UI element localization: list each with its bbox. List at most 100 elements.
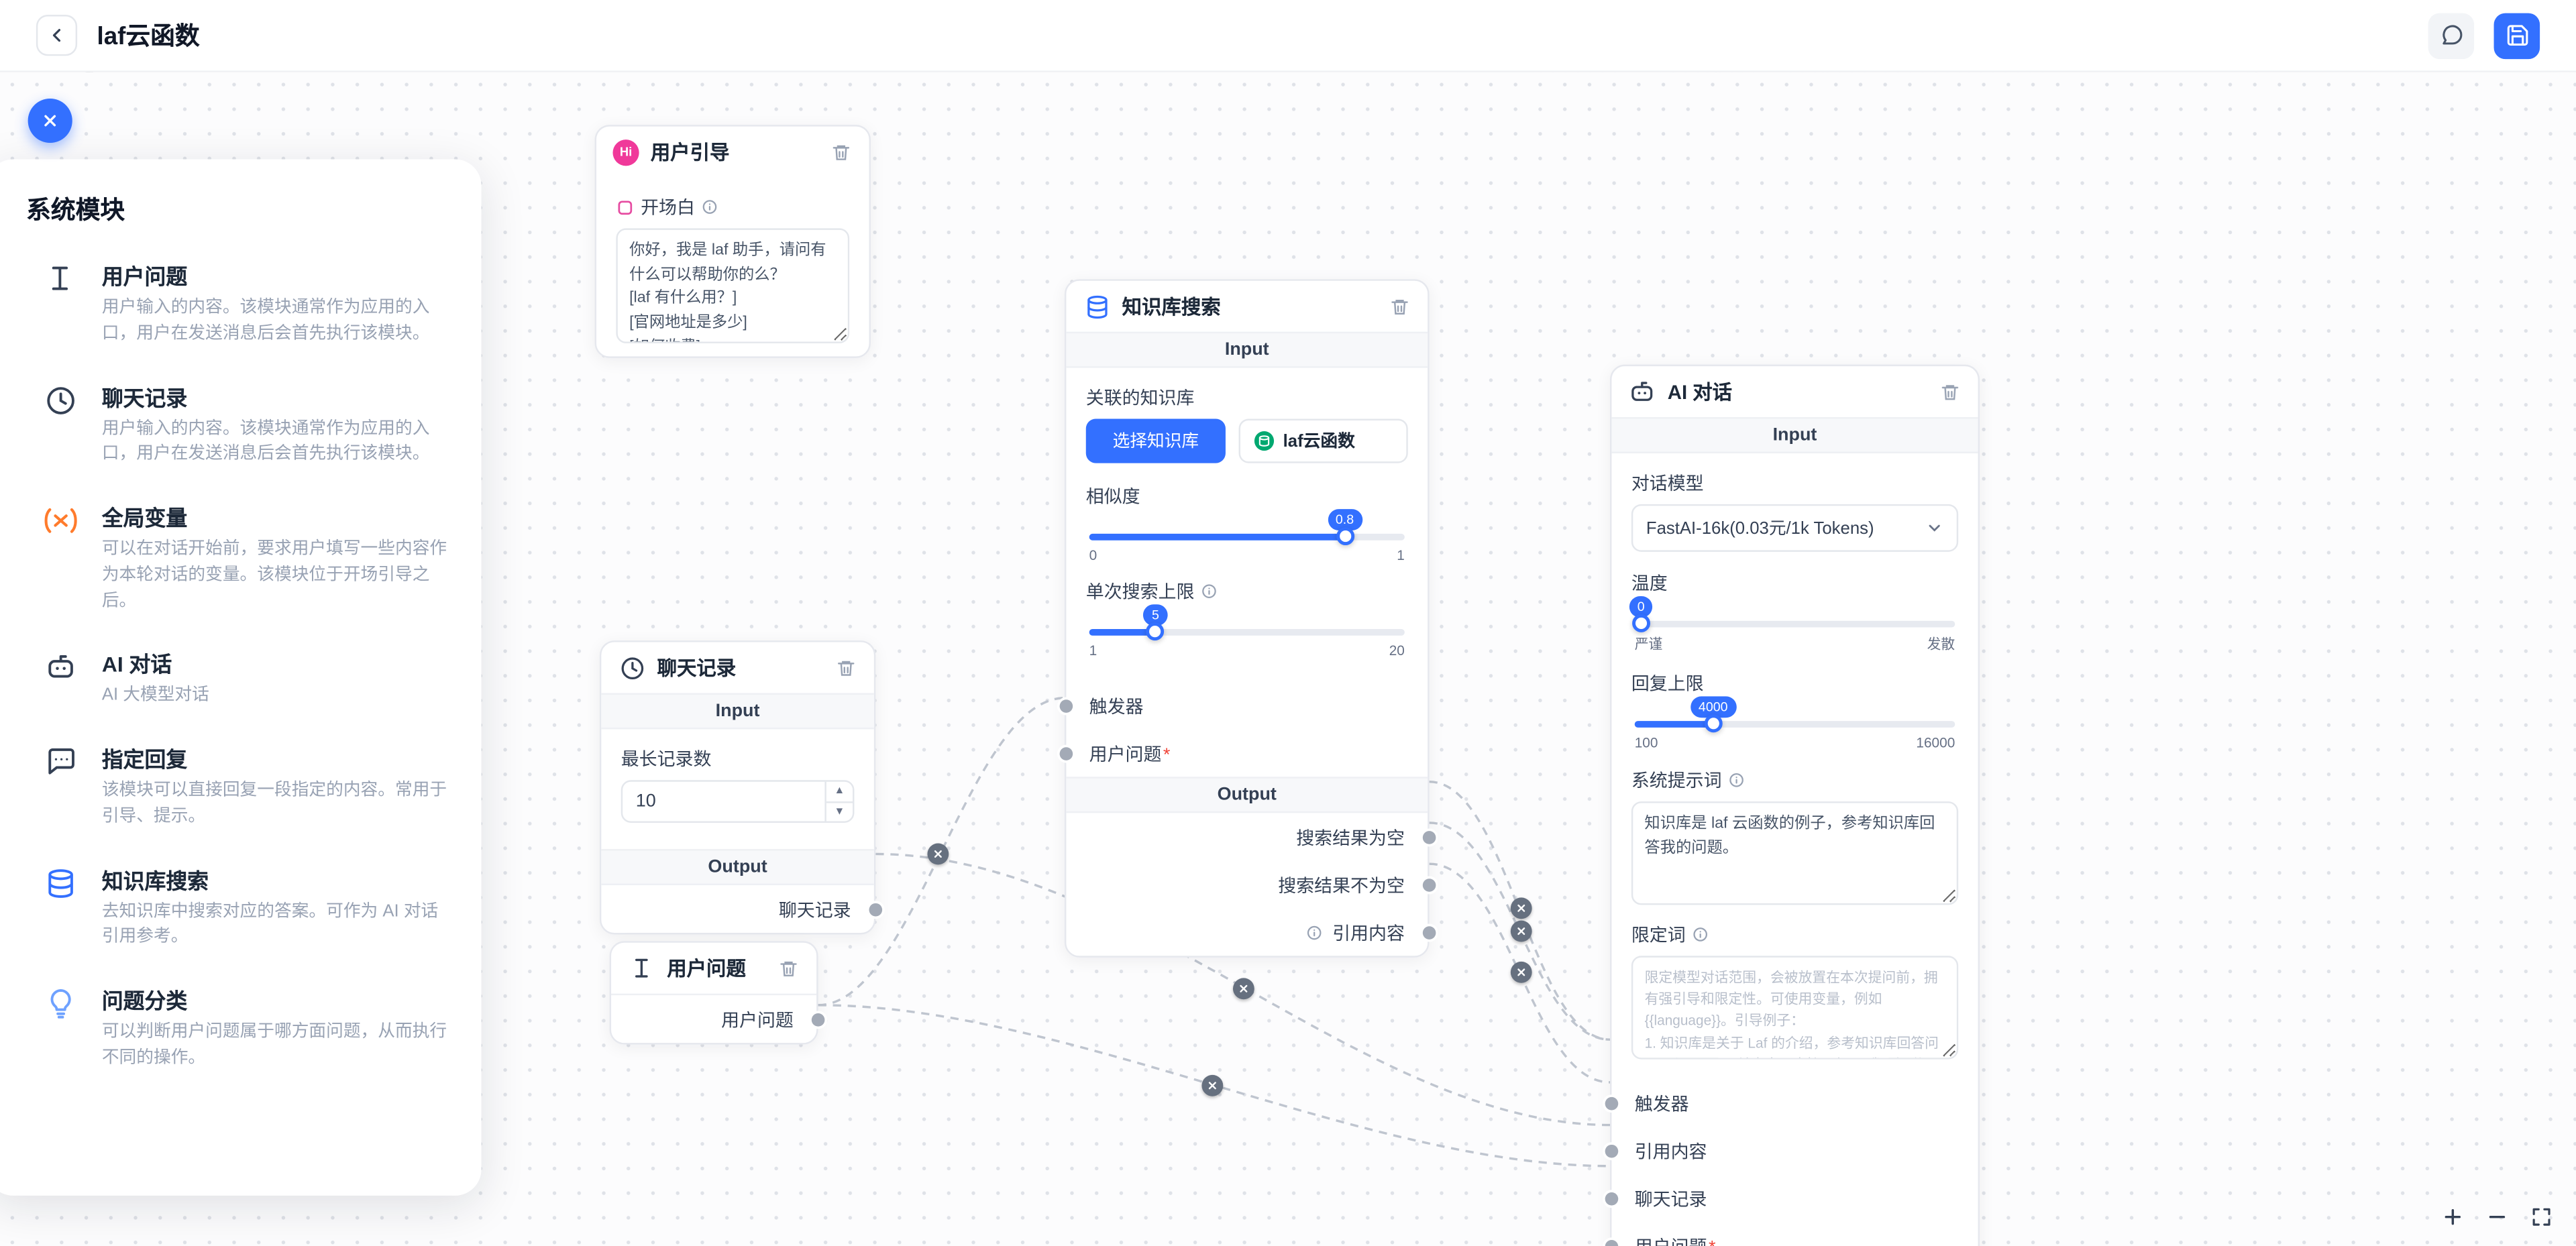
step-down-icon[interactable]: ▼ (826, 802, 853, 821)
port-handle[interactable] (1422, 878, 1436, 891)
similarity-slider[interactable]: 0.8 01 (1089, 534, 1405, 563)
output-port-not-empty: 搜索结果不为空 (1066, 860, 1428, 908)
delete-node-button[interactable] (828, 139, 853, 164)
trash-icon (1939, 382, 1959, 401)
edge-delete-button[interactable] (1233, 978, 1254, 999)
node-chat-history[interactable]: 聊天记录 Input 最长记录数 10 ▲▼ Output 聊天记录 (600, 640, 875, 934)
field-label: 单次搜索上限 (1086, 578, 1195, 604)
edge-delete-button[interactable] (927, 844, 949, 865)
zoom-in-button[interactable] (2440, 1204, 2465, 1229)
slider-knob[interactable] (1632, 614, 1650, 632)
port-handle[interactable] (868, 903, 881, 916)
port-handle[interactable] (1059, 746, 1072, 760)
reply-bubble-icon (44, 746, 76, 779)
field-label: 回复上限 (1631, 670, 1704, 696)
module-name: 用户问题 (102, 260, 452, 291)
slider-knob[interactable] (1704, 714, 1722, 732)
edge-delete-button[interactable] (1511, 897, 1532, 919)
field-label: 系统提示词 (1631, 767, 1722, 793)
sidebar-item-ai-chat[interactable]: AI 对话AI 大模型对话 (0, 631, 475, 726)
back-button[interactable] (36, 15, 77, 56)
edge-delete-button[interactable] (1511, 962, 1532, 983)
temperature-slider[interactable]: 0 严谨发散 (1635, 621, 1955, 654)
module-desc: 可以在对话开始前，要求用户填写一些内容作为本轮对话的变量。该模块位于开场引导之后… (102, 537, 452, 615)
fit-view-button[interactable] (2528, 1204, 2553, 1229)
guide-hi-icon: Hi (612, 139, 639, 165)
system-prompt-input[interactable]: 知识库是 laf 云函数的例子，参考知识库回答我的问题。 (1631, 801, 1958, 905)
node-ai-chat[interactable]: AI 对话 Input 对话模型 FastAI-16k(0.03元/1k Tok… (1610, 365, 1980, 1246)
welcome-text-input[interactable]: 你好，我是 laf 助手，请问有什么可以帮助你的么？ [laf 有什么用？] [… (616, 228, 849, 343)
edge-delete-button[interactable] (1511, 921, 1532, 942)
delete-node-button[interactable] (775, 956, 800, 980)
node-kb-search[interactable]: 知识库搜索 Input 关联的知识库 选择知识库 laf云函数 相似度 0.8 (1065, 279, 1430, 957)
close-module-panel-button[interactable] (28, 99, 72, 143)
close-icon (1238, 983, 1249, 995)
port-handle[interactable] (811, 1013, 824, 1026)
module-panel: 系统模块 用户问题用户输入的内容。该模块通常作为应用的入口，用户在发送消息后会首… (0, 160, 482, 1196)
sidebar-item-kb-search[interactable]: 知识库搜索去知识库中搜索对应的答案。可作为 AI 对话引用参考。 (0, 846, 475, 967)
trash-icon (1389, 296, 1409, 316)
max-reply-slider[interactable]: 4000 10016000 (1635, 721, 1955, 750)
delete-node-button[interactable] (1387, 294, 1411, 319)
sidebar-item-chat-history[interactable]: 聊天记录用户输入的内容。该模块通常作为应用的入口，用户在发送消息后会首先执行该模… (0, 363, 475, 484)
kb-tag-label: laf云函数 (1283, 429, 1355, 453)
node-user-question[interactable]: 用户问题 用户问题 (610, 941, 818, 1044)
variable-icon (42, 504, 78, 537)
max-records-input[interactable]: 10 ▲▼ (621, 780, 855, 823)
node-user-guide[interactable]: Hi 用户引导 开场白 你好，我是 laf 助手，请问有什么可以帮助你的么？ [… (595, 125, 871, 358)
node-title: 知识库搜索 (1122, 292, 1375, 321)
model-select-value: FastAI-16k(0.03元/1k Tokens) (1646, 516, 1874, 541)
slider-knob[interactable] (1336, 527, 1354, 545)
number-stepper[interactable]: ▲▼ (824, 782, 853, 822)
edge-delete-button[interactable] (1201, 1075, 1223, 1096)
delete-node-button[interactable] (1937, 380, 1962, 404)
field-label: 限定词 (1631, 921, 1686, 948)
field-label: 开场白 (641, 194, 695, 220)
port-handle[interactable] (1604, 1096, 1617, 1110)
model-select[interactable]: FastAI-16k(0.03元/1k Tokens) (1631, 504, 1958, 552)
port-handle[interactable] (1422, 830, 1436, 844)
port-handle[interactable] (1604, 1239, 1617, 1246)
robot-icon (44, 650, 76, 683)
slider-knob[interactable] (1146, 622, 1165, 640)
select-kb-button[interactable]: 选择知识库 (1086, 418, 1226, 463)
search-limit-slider[interactable]: 5 120 (1089, 629, 1405, 659)
sidebar-item-global-variable[interactable]: 全局变量可以在对话开始前，要求用户填写一些内容作为本轮对话的变量。该模块位于开场… (0, 484, 475, 631)
database-icon (1083, 292, 1111, 321)
port-handle[interactable] (1604, 1144, 1617, 1157)
input-port-user-question: 用户问题* (1611, 1222, 1978, 1246)
save-button[interactable] (2494, 12, 2540, 58)
node-title: AI 对话 (1668, 378, 1925, 406)
delete-node-button[interactable] (833, 655, 858, 680)
info-icon (1728, 772, 1744, 788)
input-port-quote: 引用内容 (1611, 1127, 1978, 1174)
port-handle[interactable] (1422, 925, 1436, 939)
limit-prompt-input[interactable] (1631, 956, 1958, 1059)
port-handle[interactable] (1604, 1192, 1617, 1205)
flow-canvas[interactable]: 系统模块 用户问题用户输入的内容。该模块通常作为应用的入口，用户在发送消息后会首… (0, 72, 2576, 1246)
preview-chat-button[interactable] (2428, 12, 2475, 58)
field-label: 对话模型 (1631, 469, 1704, 496)
kb-tag[interactable]: laf云函数 (1239, 418, 1408, 463)
text-cursor-icon (628, 954, 656, 982)
input-port-trigger: 触发器 (1066, 681, 1428, 729)
input-port-trigger: 触发器 (1611, 1079, 1978, 1127)
module-name: 问题分类 (102, 984, 452, 1015)
output-section-header: Output (1066, 777, 1428, 813)
close-icon (1515, 903, 1527, 914)
sidebar-item-question-classify[interactable]: 问题分类可以判断用户问题属于哪方面问题，从而执行不同的操作。 (0, 967, 475, 1088)
sidebar-item-user-question[interactable]: 用户问题用户输入的内容。该模块通常作为应用的入口，用户在发送消息后会首先执行该模… (0, 243, 475, 363)
zoom-out-button[interactable] (2484, 1204, 2509, 1229)
text-cursor-icon (44, 263, 76, 294)
sidebar-item-fixed-reply[interactable]: 指定回复该模块可以直接回复一段指定的内容。常用于引导、提示。 (0, 726, 475, 846)
node-title: 用户引导 (651, 138, 816, 166)
step-up-icon[interactable]: ▲ (826, 782, 853, 803)
welcome-icon (616, 198, 634, 216)
trash-icon (830, 142, 850, 162)
module-desc: 用户输入的内容。该模块通常作为应用的入口，用户在发送消息后会首先执行该模块。 (102, 296, 452, 347)
chat-bubble-icon (2439, 23, 2464, 48)
port-handle[interactable] (1059, 699, 1072, 712)
required-mark: * (1163, 745, 1170, 764)
close-icon (1515, 966, 1527, 978)
